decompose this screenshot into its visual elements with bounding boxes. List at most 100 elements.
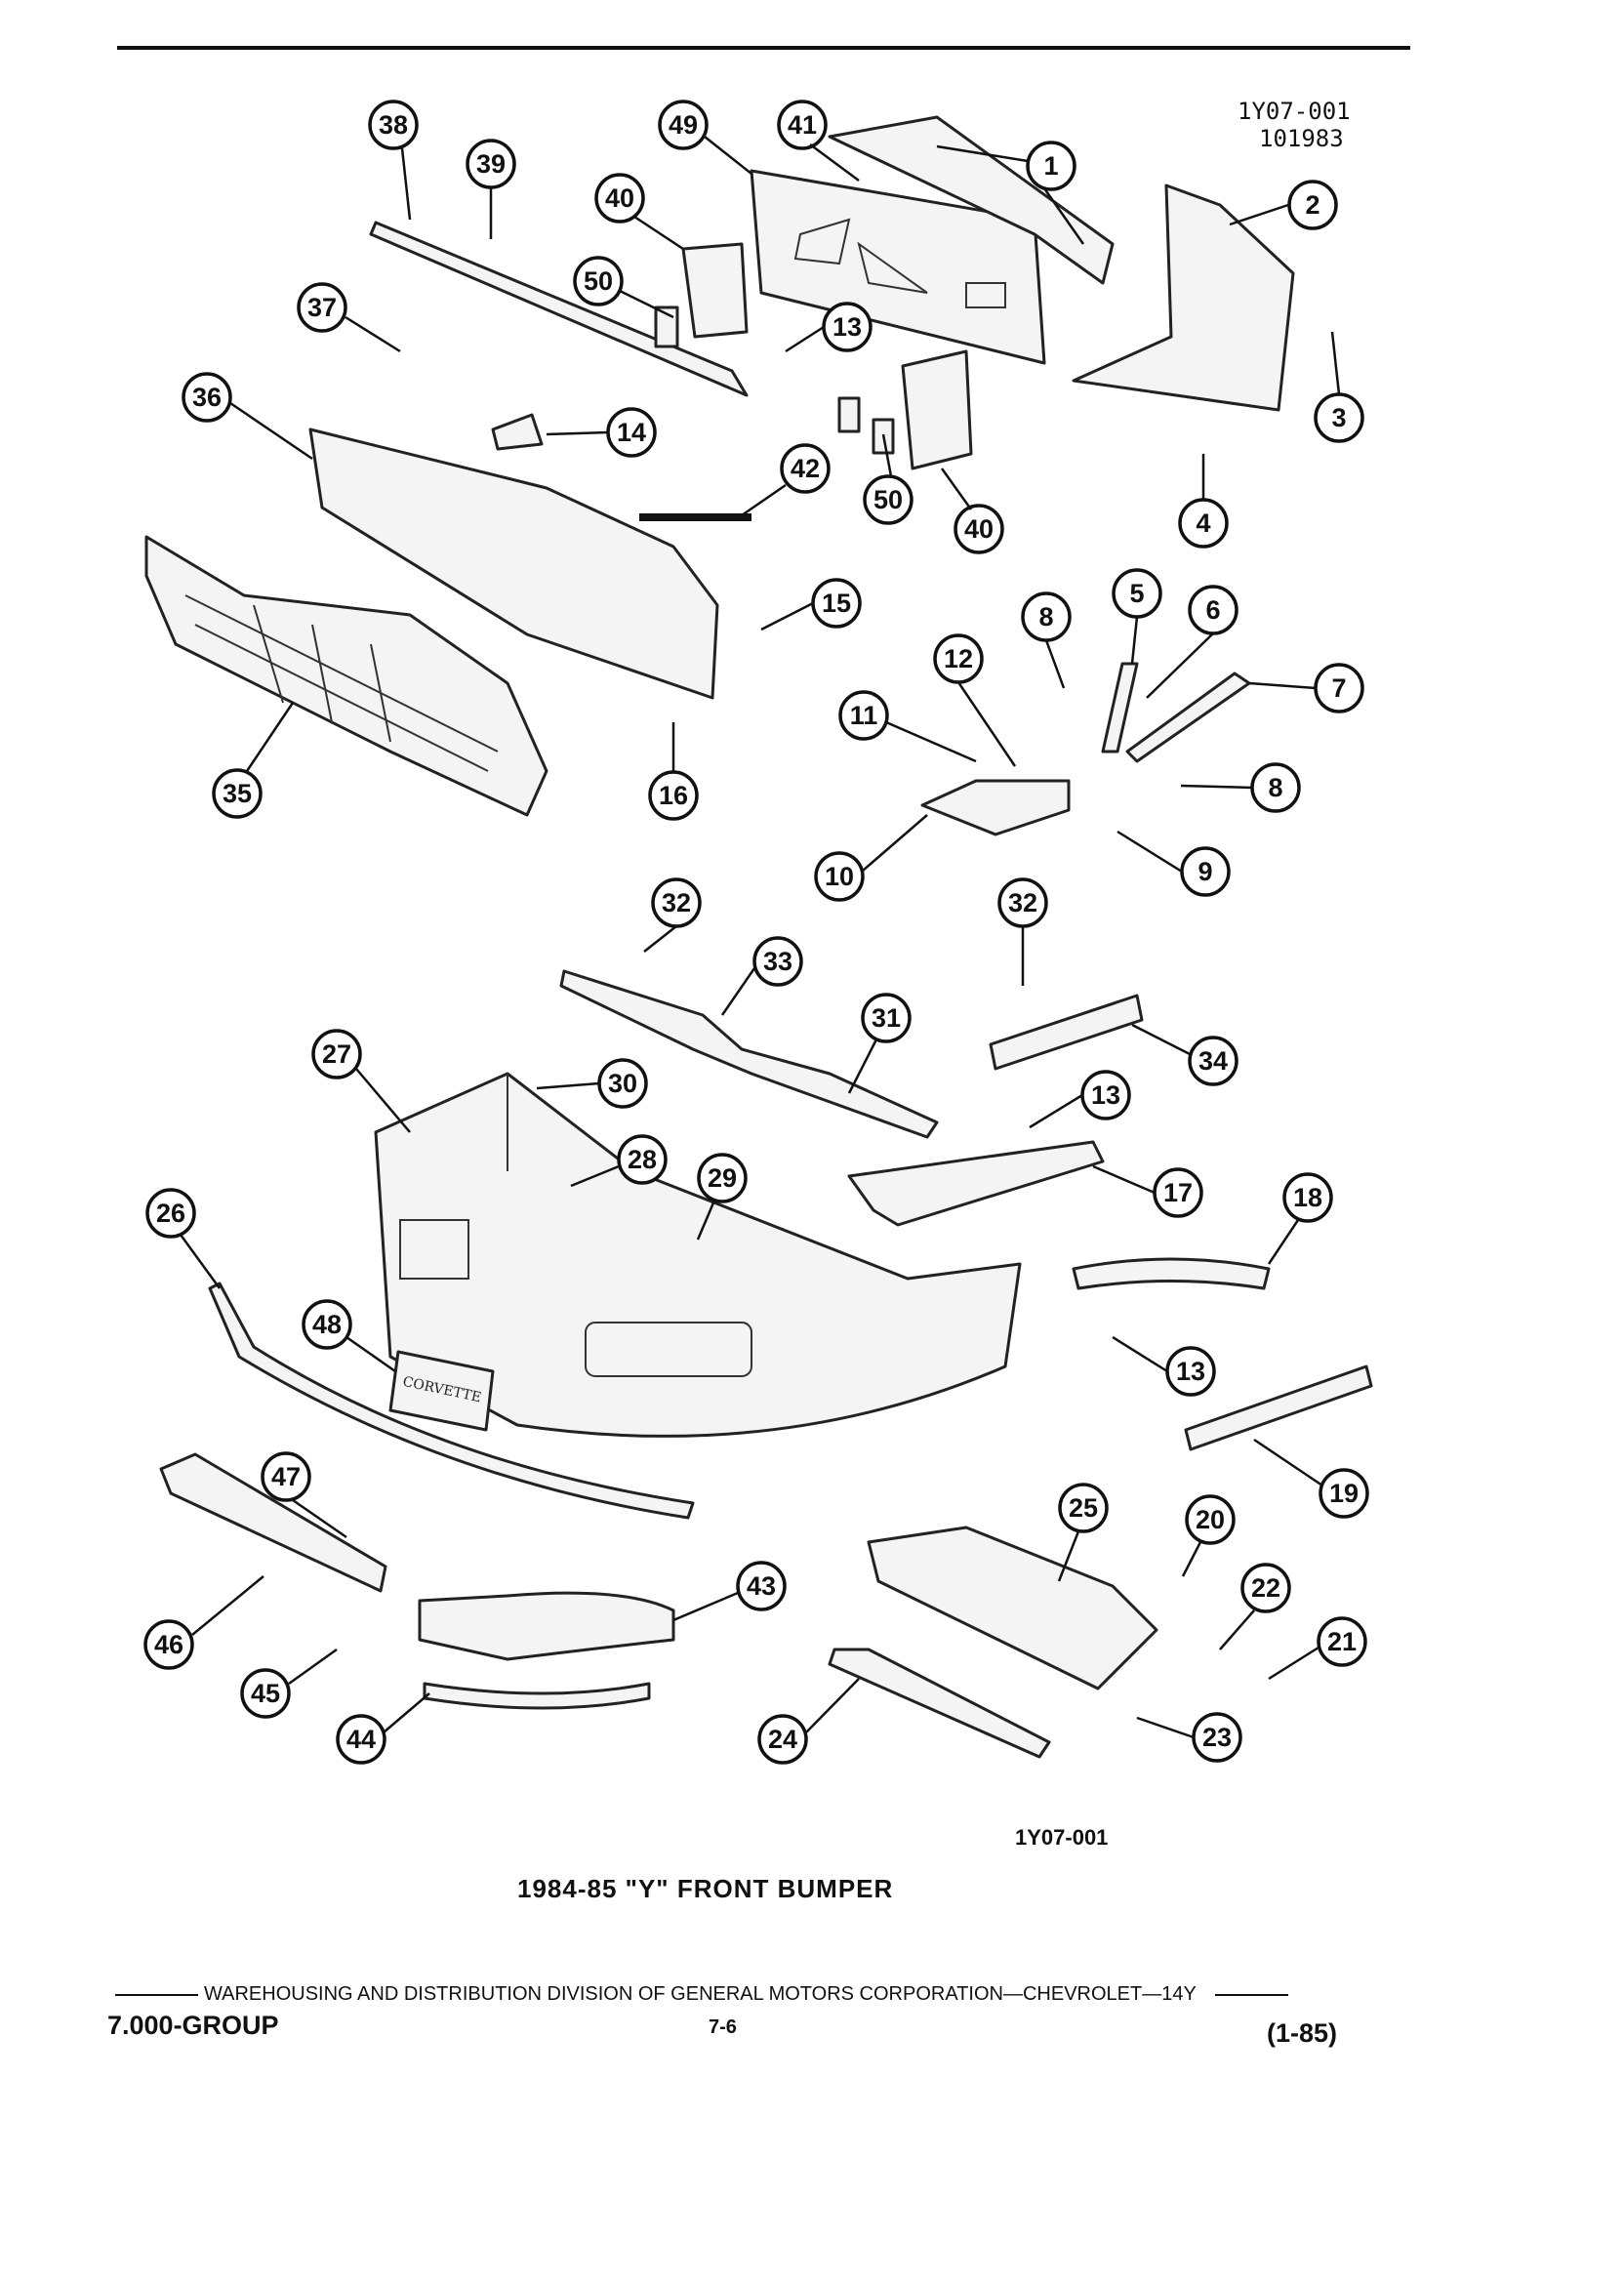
svg-text:37: 37 (307, 293, 337, 322)
svg-text:29: 29 (708, 1163, 737, 1193)
figure-code: 1Y07-001 (1015, 1825, 1109, 1850)
callout-3: 3 (1314, 392, 1364, 443)
svg-text:50: 50 (873, 485, 903, 514)
callout-34: 34 (1188, 1036, 1238, 1086)
callout-39: 39 (466, 139, 516, 189)
callout-5: 5 (1112, 568, 1162, 619)
callout-9: 9 (1180, 846, 1231, 897)
callout-40: 40 (594, 173, 645, 224)
svg-text:31: 31 (872, 1003, 901, 1033)
svg-text:24: 24 (768, 1725, 797, 1754)
callout-46: 46 (143, 1619, 194, 1670)
callout-40: 40 (954, 504, 1004, 554)
callout-6: 6 (1188, 585, 1238, 635)
callout-29: 29 (697, 1153, 748, 1203)
svg-text:28: 28 (628, 1145, 657, 1174)
callout-41: 41 (777, 100, 828, 150)
callout-10: 10 (814, 851, 865, 902)
svg-text:13: 13 (1176, 1357, 1205, 1386)
callout-2: 2 (1287, 180, 1338, 230)
callout-27: 27 (311, 1029, 362, 1079)
svg-text:42: 42 (791, 454, 820, 483)
callout-33: 33 (752, 936, 803, 987)
group-label: 7.000-GROUP (107, 2011, 279, 2040)
callout-8: 8 (1250, 762, 1301, 813)
top-rule (117, 46, 1410, 50)
callout-50: 50 (863, 474, 914, 525)
svg-text:47: 47 (271, 1462, 301, 1491)
footer-source-text: WAREHOUSING AND DISTRIBUTION DIVISION OF… (204, 1983, 1197, 2005)
callout-13: 13 (822, 302, 873, 352)
callout-15: 15 (811, 578, 862, 629)
callout-37: 37 (297, 282, 347, 333)
svg-text:44: 44 (346, 1725, 376, 1754)
callout-16: 16 (648, 770, 699, 821)
svg-text:27: 27 (322, 1039, 351, 1069)
callout-1: 1 (1026, 141, 1076, 191)
callout-26: 26 (145, 1188, 196, 1239)
svg-text:38: 38 (379, 110, 408, 140)
svg-text:30: 30 (608, 1069, 637, 1098)
svg-text:19: 19 (1329, 1479, 1359, 1508)
callout-21: 21 (1317, 1616, 1367, 1667)
callout-35: 35 (212, 768, 263, 819)
diagram-title: 1984-85 "Y" FRONT BUMPER (517, 1874, 894, 1903)
callout-45: 45 (240, 1668, 291, 1719)
footer-source: WAREHOUSING AND DISTRIBUTION DIVISION OF… (115, 1983, 1288, 2006)
svg-text:35: 35 (223, 779, 252, 808)
callout-43: 43 (736, 1561, 787, 1611)
page-number: 7-6 (709, 2016, 737, 2038)
svg-text:8: 8 (1268, 773, 1282, 802)
svg-text:18: 18 (1293, 1183, 1322, 1212)
svg-text:32: 32 (1008, 888, 1037, 917)
svg-text:7: 7 (1331, 673, 1346, 703)
callout-13: 13 (1165, 1346, 1216, 1397)
svg-text:4: 4 (1196, 509, 1210, 538)
part-lower-strip (1184, 1364, 1373, 1451)
part-emblem-plate (388, 1350, 495, 1432)
callout-14: 14 (606, 407, 657, 458)
svg-text:41: 41 (788, 110, 817, 140)
svg-text:15: 15 (822, 589, 851, 618)
callout-17: 17 (1153, 1167, 1203, 1218)
svg-text:40: 40 (964, 514, 994, 544)
part-upper-rail (369, 221, 749, 397)
callout-19: 19 (1319, 1468, 1369, 1519)
svg-text:12: 12 (944, 644, 973, 673)
svg-text:17: 17 (1163, 1178, 1193, 1207)
svg-text:40: 40 (605, 183, 634, 213)
footer-source-rule (115, 1993, 198, 1996)
svg-text:3: 3 (1331, 403, 1346, 432)
part-upper-fascia (308, 428, 719, 700)
callout-18: 18 (1282, 1172, 1333, 1223)
diagram-code: 1Y07-001 (1238, 98, 1351, 125)
callout-4: 4 (1178, 498, 1229, 549)
callout-48: 48 (302, 1299, 352, 1350)
part-reinforcement-bracket (559, 969, 939, 1139)
callout-36: 36 (182, 372, 232, 423)
svg-text:14: 14 (617, 418, 646, 447)
svg-text:1: 1 (1043, 151, 1058, 181)
svg-text:46: 46 (154, 1630, 183, 1659)
callout-23: 23 (1192, 1712, 1242, 1763)
svg-text:45: 45 (251, 1679, 280, 1708)
part-front-fascia (374, 1072, 1022, 1438)
svg-text:49: 49 (669, 110, 698, 140)
callout-25: 25 (1058, 1483, 1109, 1533)
callout-47: 47 (261, 1451, 311, 1502)
callout-32: 32 (651, 877, 702, 928)
callout-50: 50 (573, 256, 624, 306)
callout-32: 32 (997, 877, 1048, 928)
svg-text:5: 5 (1129, 579, 1144, 608)
svg-text:11: 11 (850, 701, 878, 730)
svg-text:8: 8 (1038, 602, 1053, 631)
svg-text:13: 13 (1091, 1080, 1120, 1110)
callout-49: 49 (658, 100, 709, 150)
svg-text:13: 13 (832, 312, 862, 342)
callout-22: 22 (1240, 1563, 1291, 1613)
svg-text:36: 36 (192, 383, 222, 412)
callout-24: 24 (757, 1714, 808, 1765)
callout-20: 20 (1185, 1494, 1236, 1545)
revision-label: (1-85) (1267, 2018, 1338, 2048)
